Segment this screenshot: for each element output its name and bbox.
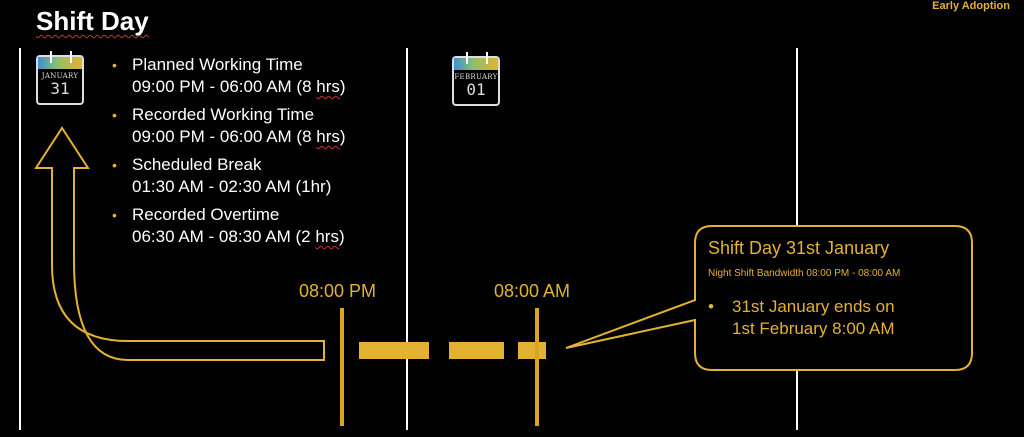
callout-title: Shift Day 31st January [708, 238, 890, 258]
detail-value: 01:30 AM - 02:30 AM (1hr) [132, 177, 332, 196]
calendar-day: 01 [466, 80, 486, 99]
callout-bullet-line2: 1st February 8:00 AM [732, 319, 895, 338]
list-item: Recorded Working Time 09:00 PM - 06:00 A… [112, 104, 346, 148]
callout-bullet-line1: 31st January ends on [732, 297, 895, 316]
calendar-february-icon: FEBRUARY 01 [452, 52, 500, 106]
end-marker [535, 308, 539, 426]
curved-arrow-icon [34, 126, 325, 361]
calendar-january-icon: JANUARY 31 [36, 51, 84, 105]
timeline-segment-3 [518, 342, 546, 359]
timeline-start-label: 08:00 PM [299, 281, 377, 301]
shift-details-list: Planned Working Time 09:00 PM - 06:00 AM… [112, 54, 346, 254]
callout-box [565, 225, 973, 371]
calendar-month: FEBRUARY [454, 73, 498, 81]
timeline-segment-1 [359, 342, 429, 359]
callout-bullet: •31st January ends on 1st February 8:00 … [708, 296, 968, 340]
detail-label: Recorded Working Time [132, 105, 315, 124]
detail-value: 09:00 PM - 06:00 AM (8 hrs) [132, 127, 346, 146]
timeline-segment-2 [449, 342, 504, 359]
calendar-day: 31 [50, 79, 70, 98]
detail-label: Scheduled Break [132, 155, 262, 174]
page-title: Shift Day [36, 6, 149, 36]
list-item: Scheduled Break 01:30 AM - 02:30 AM (1hr… [112, 154, 346, 198]
list-item: Recorded Overtime 06:30 AM - 08:30 AM (2… [112, 204, 346, 248]
list-item: Planned Working Time 09:00 PM - 06:00 AM… [112, 54, 346, 98]
early-adoption-badge: Early Adoption [932, 0, 1010, 12]
start-marker [340, 308, 344, 426]
detail-value: 06:30 AM - 08:30 AM (2 hrs) [132, 227, 345, 246]
calendar-month: JANUARY [41, 72, 79, 80]
detail-value: 09:00 PM - 06:00 AM (8 hrs) [132, 77, 346, 96]
callout-subtitle: Night Shift Bandwidth 08:00 PM - 08:00 A… [708, 268, 901, 279]
detail-label: Planned Working Time [132, 55, 303, 74]
timeline-end-label: 08:00 AM [494, 281, 571, 301]
detail-label: Recorded Overtime [132, 205, 280, 224]
